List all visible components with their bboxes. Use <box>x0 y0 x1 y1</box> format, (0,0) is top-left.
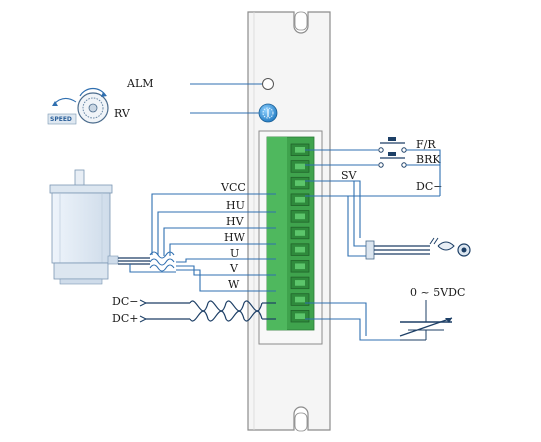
alm-led-icon <box>262 78 274 90</box>
label-fr: F/R <box>416 138 436 151</box>
label-sv: SV <box>341 169 358 182</box>
wire-w <box>176 269 276 292</box>
label-brk: BRK <box>416 153 441 166</box>
label-dc-minus-left: DC− <box>112 295 138 308</box>
wire-fr-return <box>406 149 441 192</box>
potentiometer-symbol-icon[interactable] <box>399 300 453 341</box>
external-cable-icon <box>365 237 471 260</box>
rv-potentiometer-icon[interactable] <box>258 103 278 123</box>
brk-switch-icon[interactable] <box>378 152 407 168</box>
label-alm: ALM <box>126 77 154 90</box>
wire-sv <box>305 180 361 238</box>
wire-vcc <box>151 193 276 255</box>
speed-knob-icon: SPEED <box>47 87 109 125</box>
terminal-screw-head <box>295 313 305 319</box>
wire-hw <box>169 243 276 256</box>
wire-hv <box>163 227 276 256</box>
terminal-slots <box>290 143 310 323</box>
wire-hu <box>157 211 276 255</box>
label-voltage-range: 0 ~ 5VDC <box>410 286 465 299</box>
label-hv: HV <box>226 215 245 228</box>
terminal-screw-head <box>295 230 305 236</box>
label-dc-plus-left: DC+ <box>112 312 138 325</box>
terminal-screw-head <box>295 246 305 253</box>
label-rv: RV <box>114 107 131 120</box>
label-v: V <box>229 262 239 275</box>
wire-pot-a <box>305 302 367 336</box>
bldc-motor-icon <box>49 169 119 285</box>
label-hw: HW <box>224 231 246 244</box>
speed-text: SPEED <box>50 116 72 123</box>
label-dc-minus-right: DC− <box>416 180 442 193</box>
label-hu: HU <box>226 199 245 212</box>
label-vcc: VCC <box>220 181 246 194</box>
terminal-screw-head <box>295 213 305 220</box>
motor-cable-bundle <box>118 251 175 272</box>
dc-input-twisted-pair <box>139 299 276 323</box>
terminal-screw-head <box>295 296 305 303</box>
terminal-screw-head <box>295 180 305 186</box>
wire-pot-b <box>305 318 400 341</box>
terminal-screw-head <box>295 196 305 203</box>
terminal-screw-head <box>295 163 305 170</box>
terminal-screw-head <box>295 263 305 270</box>
wire-u <box>176 258 276 263</box>
terminal-screw-head <box>295 280 305 286</box>
wire-cable-b <box>353 181 366 247</box>
label-w: W <box>228 278 240 291</box>
wire-bundle-return <box>129 264 176 273</box>
fr-switch-icon[interactable] <box>378 137 407 153</box>
terminal-screw-head <box>295 147 305 153</box>
label-u: U <box>230 247 239 260</box>
wire-cable-a <box>347 196 366 257</box>
